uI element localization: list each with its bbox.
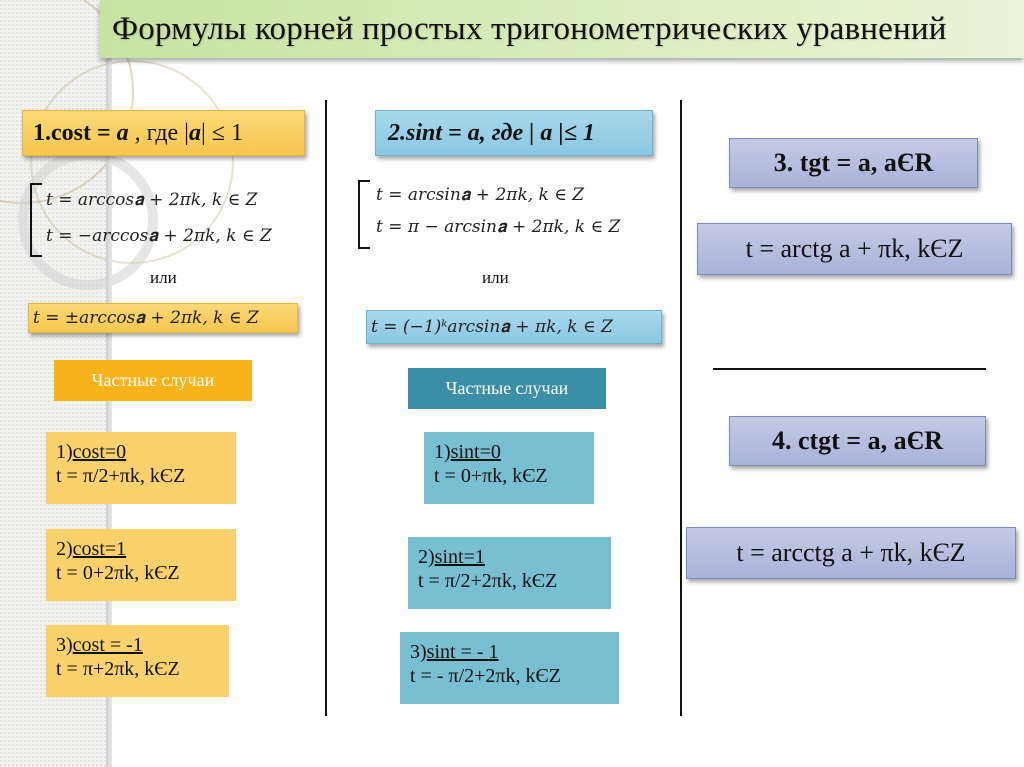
sin-combined-formula: t = (−1)ᵏarcsin𝐚 + πk, k ∈ Z xyxy=(366,310,662,344)
tg-solution: t = arctg a + πk, kЄZ xyxy=(697,223,1012,275)
title-banner: Формулы корней простых тригонометрически… xyxy=(100,0,1024,58)
cos-header: 1.cost = a , где |a| ≤ 1 xyxy=(22,110,305,156)
sin-case-3: 3)sint = - 1 t = - π/2+2πk, kЄZ xyxy=(400,632,619,704)
sin-header: 2.sint = a, где | a |≤ 1 xyxy=(375,110,653,156)
or-label: или xyxy=(150,268,177,287)
sin-formula-1: t = arcsin𝐚 + 2πk, k ∈ Z xyxy=(376,185,585,205)
cos-combined-formula: t = ±arccos𝐚 + 2πk, k ∈ Z xyxy=(28,303,298,333)
sin-formula-2: t = π − arcsin𝐚 + 2πk, k ∈ Z xyxy=(376,217,621,237)
cos-formula-1: t = arccos𝐚 + 2πk, k ∈ Z xyxy=(46,190,258,210)
cos-case-2: 2)cost=1 t = 0+2πk, kЄZ xyxy=(46,529,236,601)
cos-case-1: 1)cost=0 t = π/2+πk, kЄZ xyxy=(46,432,236,504)
cos-case-3: 3)cost = -1 t = π+2πk, kЄZ xyxy=(46,625,229,697)
system-bracket xyxy=(30,183,42,257)
system-bracket xyxy=(358,180,370,249)
page-title: Формулы корней простых тригонометрически… xyxy=(112,10,947,47)
margin-edge xyxy=(106,58,112,767)
sin-case-1: 1)sint=0 t = 0+πk, kЄZ xyxy=(424,432,594,504)
sin-special-cases-label: Частные случаи xyxy=(408,368,606,409)
ctg-solution: t = arcctg a + πk, kЄZ xyxy=(686,527,1016,579)
sin-case-2: 2)sint=1 t = π/2+2πk, kЄZ xyxy=(408,537,611,609)
cos-formula-2: t = −arccos𝐚 + 2πk, k ∈ Z xyxy=(46,226,272,246)
column-divider xyxy=(325,100,327,716)
or-label: или xyxy=(482,268,509,287)
column-divider xyxy=(680,100,682,716)
tg-header: 3. tgt = a, aЄR xyxy=(729,138,978,188)
ctg-header: 4. ctgt = a, aЄR xyxy=(729,416,986,466)
cos-special-cases-label: Частные случаи xyxy=(54,360,252,401)
row-divider xyxy=(713,368,986,370)
